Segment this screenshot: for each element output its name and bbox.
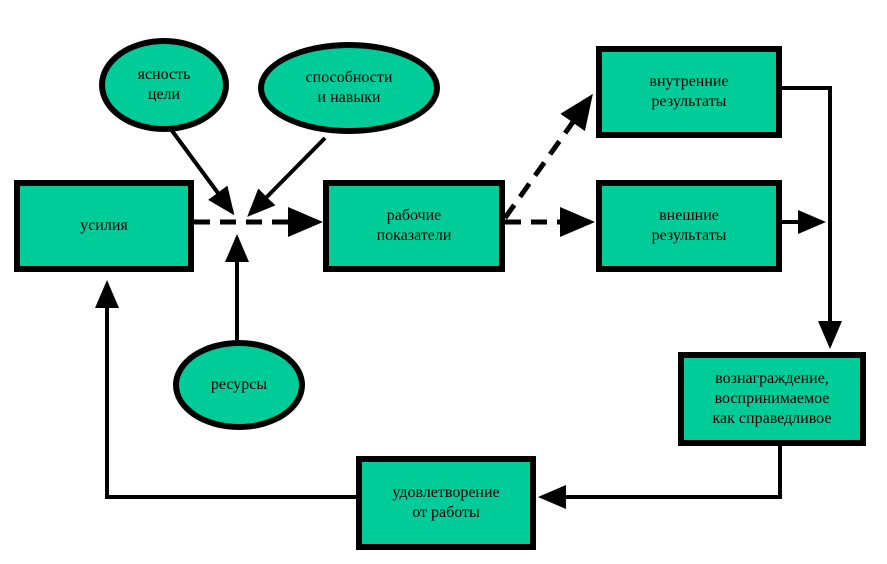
node-abilities-skills-line2: и навыки xyxy=(317,89,381,106)
node-external-results: внешние результаты xyxy=(596,180,782,272)
node-internal-results: внутренние результаты xyxy=(596,46,782,138)
node-reward-line1: вознаграждение, xyxy=(715,370,829,387)
arrow-performance-to-internal xyxy=(502,93,593,220)
node-job-satisfaction-line1: удовлетворение xyxy=(392,484,500,501)
node-external-results-line1: внешние xyxy=(659,207,719,224)
node-job-satisfaction-line2: от работы xyxy=(412,504,480,521)
node-external-results-line2: результаты xyxy=(651,227,727,244)
arrow-satisfaction-to-effort xyxy=(95,280,358,499)
node-performance-line2: показатели xyxy=(376,227,452,244)
node-internal-results-line1: внутренние xyxy=(649,73,729,90)
node-effort: усилия xyxy=(14,180,194,272)
node-resources: ресурсы xyxy=(173,340,305,430)
node-performance: рабочие показатели xyxy=(323,180,505,272)
node-effort-line1: усилия xyxy=(80,217,128,234)
node-goal-clarity: ясность цели xyxy=(99,38,229,132)
node-job-satisfaction: удовлетворение от работы xyxy=(356,456,536,550)
node-perceived-fair-reward: вознаграждение, воспринимаемое как справ… xyxy=(678,352,866,446)
arrow-reward-to-satisfaction xyxy=(538,444,782,509)
node-goal-clarity-line1: ясность xyxy=(137,66,191,83)
line-internal-to-reward xyxy=(782,86,842,349)
node-goal-clarity-line2: цели xyxy=(147,86,181,103)
node-abilities-skills-line1: способности xyxy=(305,69,393,86)
node-resources-line1: ресурсы xyxy=(210,376,268,393)
node-abilities-skills: способности и навыки xyxy=(258,42,440,134)
arrow-clarity-to-junction xyxy=(168,126,235,216)
node-internal-results-line2: результаты xyxy=(651,93,727,110)
node-reward-line2: воспринимаемое xyxy=(714,390,830,407)
node-performance-line1: рабочие xyxy=(386,207,442,224)
arrow-abilities-to-junction xyxy=(247,136,327,217)
node-reward-line3: как справедливое xyxy=(712,410,832,427)
